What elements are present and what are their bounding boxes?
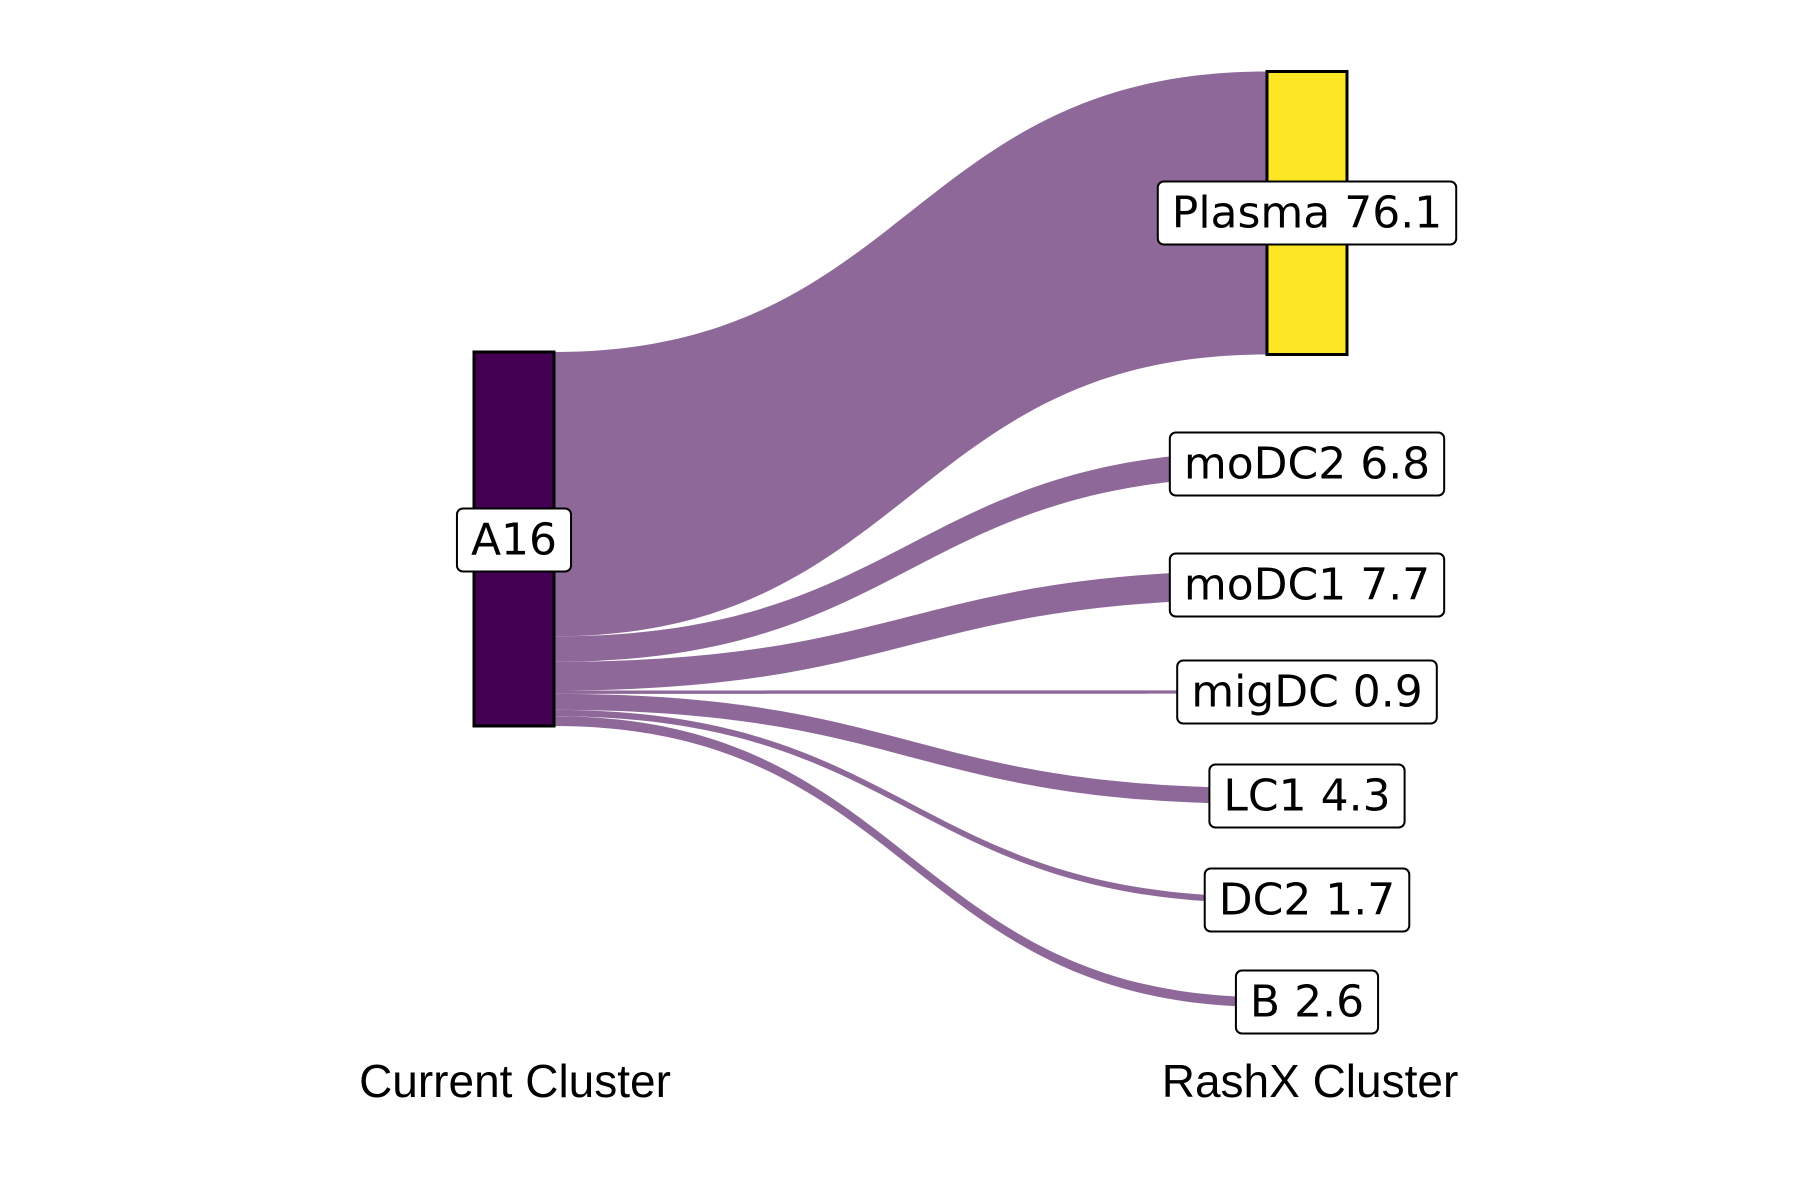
label-migdc-box	[1176, 659, 1438, 725]
flow-links	[554, 71, 1267, 1007]
label-modc1-text: moDC1 7.7	[1184, 560, 1430, 611]
link-lc1	[554, 693, 1267, 805]
label-a16-box	[455, 507, 573, 573]
label-plasma: Plasma 76.1	[1156, 180, 1458, 246]
label-modc1: moDC1 7.7	[1168, 552, 1446, 618]
label-modc2-box	[1168, 431, 1446, 497]
label-lc1: LC1 4.3	[1208, 763, 1406, 829]
link-b	[554, 716, 1267, 1007]
label-plasma-box	[1156, 180, 1458, 246]
label-b-box	[1234, 969, 1380, 1035]
label-modc2: moDC2 6.8	[1168, 431, 1446, 497]
link-dc2	[554, 709, 1267, 904]
link-modc1	[554, 570, 1267, 691]
label-dc2-box	[1203, 867, 1411, 933]
node-labels: A16 Plasma 76.1 moDC2 6.8 moDC1 7.7 migDC 0.…	[455, 180, 1458, 1035]
label-lc1-text: LC1 4.3	[1223, 771, 1390, 822]
label-modc1-box	[1168, 552, 1446, 618]
label-lc1-box	[1208, 763, 1406, 829]
label-modc2-text: moDC2 6.8	[1184, 439, 1430, 490]
label-migdc-text: migDC 0.9	[1191, 667, 1423, 718]
label-plasma-text: Plasma 76.1	[1172, 188, 1442, 239]
label-a16-text: A16	[471, 515, 557, 566]
right-axis-label: RashX Cluster	[1162, 1055, 1459, 1107]
label-b-text: B 2.6	[1250, 977, 1364, 1028]
label-migdc: migDC 0.9	[1176, 659, 1438, 725]
link-modc2	[554, 451, 1267, 662]
label-b: B 2.6	[1234, 969, 1380, 1035]
left-axis-label: Current Cluster	[359, 1055, 671, 1107]
label-dc2-text: DC2 1.7	[1219, 875, 1396, 926]
link-plasma	[554, 71, 1267, 637]
label-dc2: DC2 1.7	[1203, 867, 1411, 933]
label-a16: A16	[455, 507, 573, 573]
link-migdc	[554, 690, 1267, 694]
